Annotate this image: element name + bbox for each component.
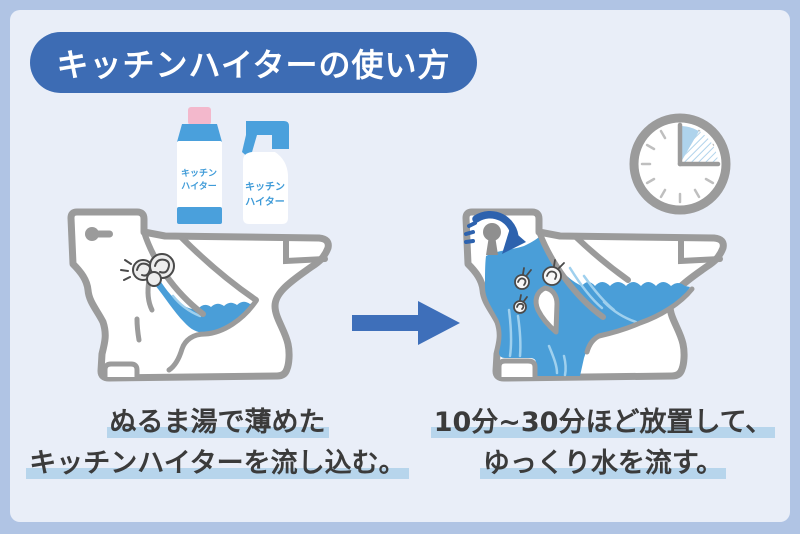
dissolving-clog-bits-icon (513, 259, 565, 314)
page-title: キッチンハイターの使い方 (56, 45, 451, 84)
clock-icon (629, 113, 731, 215)
step2-caption-line1: 10分~30分ほど放置して、 (430, 407, 776, 440)
spray-bottle-icon (242, 121, 289, 224)
product-bottles-illustration (177, 107, 289, 224)
step1-caption-line2: キッチンハイターを流し込む。 (26, 447, 409, 481)
toilet-step1-illustration (67, 208, 332, 382)
flush-handle-turning-icon (483, 223, 501, 255)
arrow-right-icon (352, 301, 460, 345)
clog-icon (120, 253, 175, 287)
rotate-arrow-icon (464, 211, 526, 254)
step2-caption: 10分~30分ほど放置して、 ゆっくり水を流す。 (413, 403, 793, 484)
bleach-water-shape (153, 275, 256, 334)
bleach-bottle-label: キッチン ハイター (180, 169, 217, 193)
title-badge: キッチンハイターの使い方 (30, 32, 477, 93)
step1-caption: ぬるま湯で薄めた キッチンハイターを流し込む。 (25, 403, 410, 484)
spray-bottle-label: キッチン ハイター (245, 182, 285, 208)
step1-caption-line1: ぬるま湯で薄めた (106, 407, 329, 440)
toilet-step2-illustration (462, 208, 727, 382)
flush-handle-icon (85, 227, 113, 241)
step2-caption-line2: ゆっくり水を流す。 (479, 447, 727, 481)
water-flow-streaks (507, 266, 638, 377)
bleach-bottle-icon (177, 107, 222, 224)
